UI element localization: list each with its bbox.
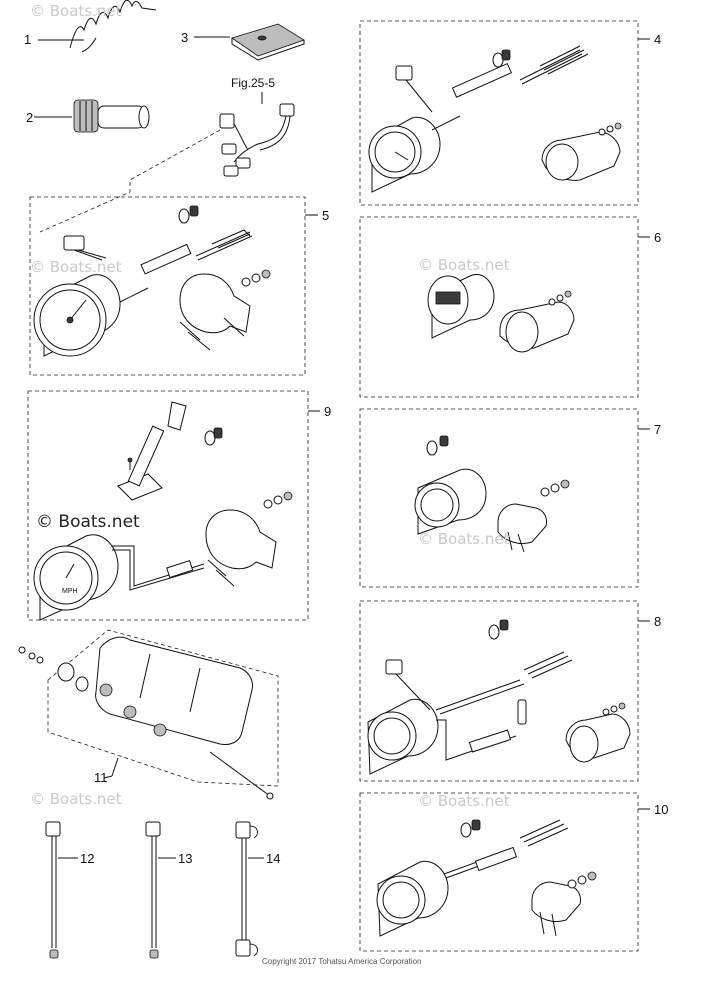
part-1-coil-spring (38, 0, 157, 53)
callout-14: 14 (266, 851, 281, 866)
copyright-notice: Copyright 2017 Tohatsu America Corporati… (262, 957, 422, 966)
gauge-label-mph: MPH (62, 588, 78, 595)
part-14-cable (235, 821, 264, 957)
part-12-cable (45, 821, 78, 959)
callout-13: 13 (178, 851, 193, 866)
part-10-gauge (376, 819, 597, 937)
watermark: © Boats.net (418, 256, 510, 274)
leader-11 (103, 775, 113, 779)
part-4-gauge (368, 45, 622, 193)
callout-4: 4 (654, 32, 662, 47)
callout-2: 2 (26, 110, 34, 125)
section-9-frame (27, 390, 309, 621)
part-11-switch-panel (18, 629, 279, 800)
callout-7: 7 (654, 422, 662, 437)
watermark: © Boats.net (30, 258, 122, 276)
callout-8: 8 (654, 614, 662, 629)
section-10-frame (359, 792, 639, 952)
callout-6: 6 (654, 230, 662, 245)
callout-10: 10 (654, 802, 669, 817)
section-8-frame (359, 600, 639, 782)
part-5-tachometer (33, 205, 271, 357)
part-9-speedometer (33, 401, 293, 621)
section-7-frame (359, 408, 639, 588)
watermark: © Boats.net (418, 530, 510, 548)
figure-reference: Fig.25-5 (231, 76, 276, 90)
callout-9: 9 (324, 404, 332, 419)
callout-1: 1 (24, 32, 32, 47)
callout-11: 11 (94, 770, 108, 785)
section-5-frame (29, 196, 306, 376)
part-3-pad (194, 23, 305, 61)
callout-5: 5 (322, 208, 330, 223)
watermark: © Boats.net (418, 792, 510, 810)
part-6-hour-meter (427, 274, 575, 353)
part-8-fuel-gauge (367, 619, 631, 775)
watermark: © Boats.net (30, 2, 122, 20)
watermark: © Boats.net (30, 790, 122, 808)
callout-12: 12 (80, 851, 95, 866)
fig-25-5-harness (39, 92, 295, 233)
watermark-dark: © Boats.net (36, 512, 140, 532)
part-13-cable (145, 821, 176, 959)
section-6-frame (359, 216, 639, 398)
part-2-hose-fitting (40, 99, 150, 133)
part-7-trim-gauge (414, 435, 570, 553)
callout-3: 3 (181, 30, 189, 45)
